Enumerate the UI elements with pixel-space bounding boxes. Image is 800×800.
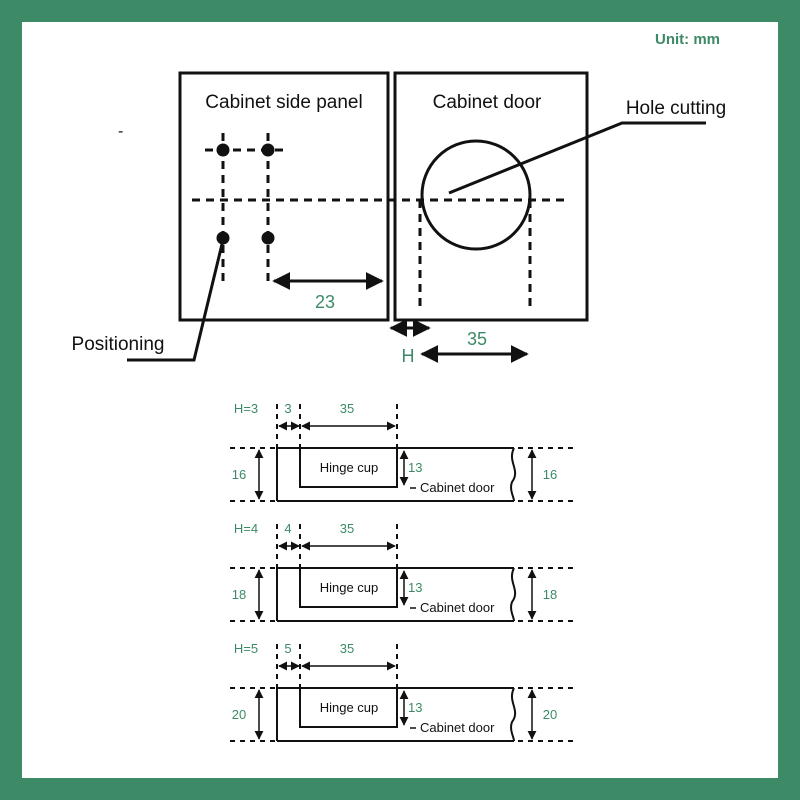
dim-label-h: H — [402, 346, 415, 366]
stray-dash-mark: - — [118, 123, 123, 140]
dim-label-35: 35 — [467, 329, 487, 349]
hinge-cup-pocket — [299, 688, 398, 728]
diagram-canvas — [22, 22, 778, 778]
thickness-label-left: 18 — [232, 587, 246, 602]
dim-label-23: 23 — [315, 292, 335, 312]
section-h-label: H=5 — [234, 641, 258, 656]
positioning-hole — [261, 231, 275, 245]
hinge-cup-label: Hinge cup — [320, 460, 379, 475]
thickness-label-left: 16 — [232, 467, 246, 482]
cup-depth-label: 13 — [408, 580, 422, 595]
hinge-cup-pocket — [299, 568, 398, 608]
section-h-label: H=4 — [234, 521, 258, 536]
thickness-label-right: 20 — [543, 707, 557, 722]
side-panel-title: Cabinet side panel — [205, 92, 362, 113]
cabinet-door-label: Cabinet door — [420, 720, 495, 735]
section-cup-width-label: 35 — [340, 401, 354, 416]
positioning-hole — [216, 231, 230, 245]
hinge-cup-label: Hinge cup — [320, 700, 379, 715]
hole-cutting-leader — [448, 121, 706, 195]
section-gap-label: 4 — [284, 521, 291, 536]
thickness-label-left: 20 — [232, 707, 246, 722]
hole-cutting-label: Hole cutting — [626, 98, 726, 119]
hole-cutting-circle — [420, 139, 532, 251]
hinge-cup-label: Hinge cup — [320, 580, 379, 595]
door-outline — [393, 71, 589, 322]
unit-label: Unit: mm — [655, 31, 720, 48]
section-cup-width-label: 35 — [340, 521, 354, 536]
positioning-label: Positioning — [72, 334, 165, 355]
board-break-line — [510, 447, 517, 502]
positioning-leader — [127, 239, 225, 362]
side-panel-outline — [178, 71, 390, 322]
thickness-label-right: 18 — [543, 587, 557, 602]
positioning-hole — [261, 143, 275, 157]
board-break-line — [510, 687, 517, 742]
thickness-label-right: 16 — [543, 467, 557, 482]
section-h-label: H=3 — [234, 401, 258, 416]
cup-depth-label: 13 — [408, 700, 422, 715]
cabinet-door-label: Cabinet door — [420, 480, 495, 495]
positioning-hole — [216, 143, 230, 157]
section-gap-label: 3 — [284, 401, 291, 416]
door-title: Cabinet door — [433, 92, 542, 113]
board-break-line — [510, 567, 517, 622]
top-diagram: Cabinet side panel Cabinet door 23 Hole … — [72, 71, 726, 366]
cup-depth-label: 13 — [408, 460, 422, 475]
cabinet-door-label: Cabinet door — [420, 600, 495, 615]
hinge-cup-pocket — [299, 448, 398, 488]
section-gap-label: 5 — [284, 641, 291, 656]
section-cup-width-label: 35 — [340, 641, 354, 656]
